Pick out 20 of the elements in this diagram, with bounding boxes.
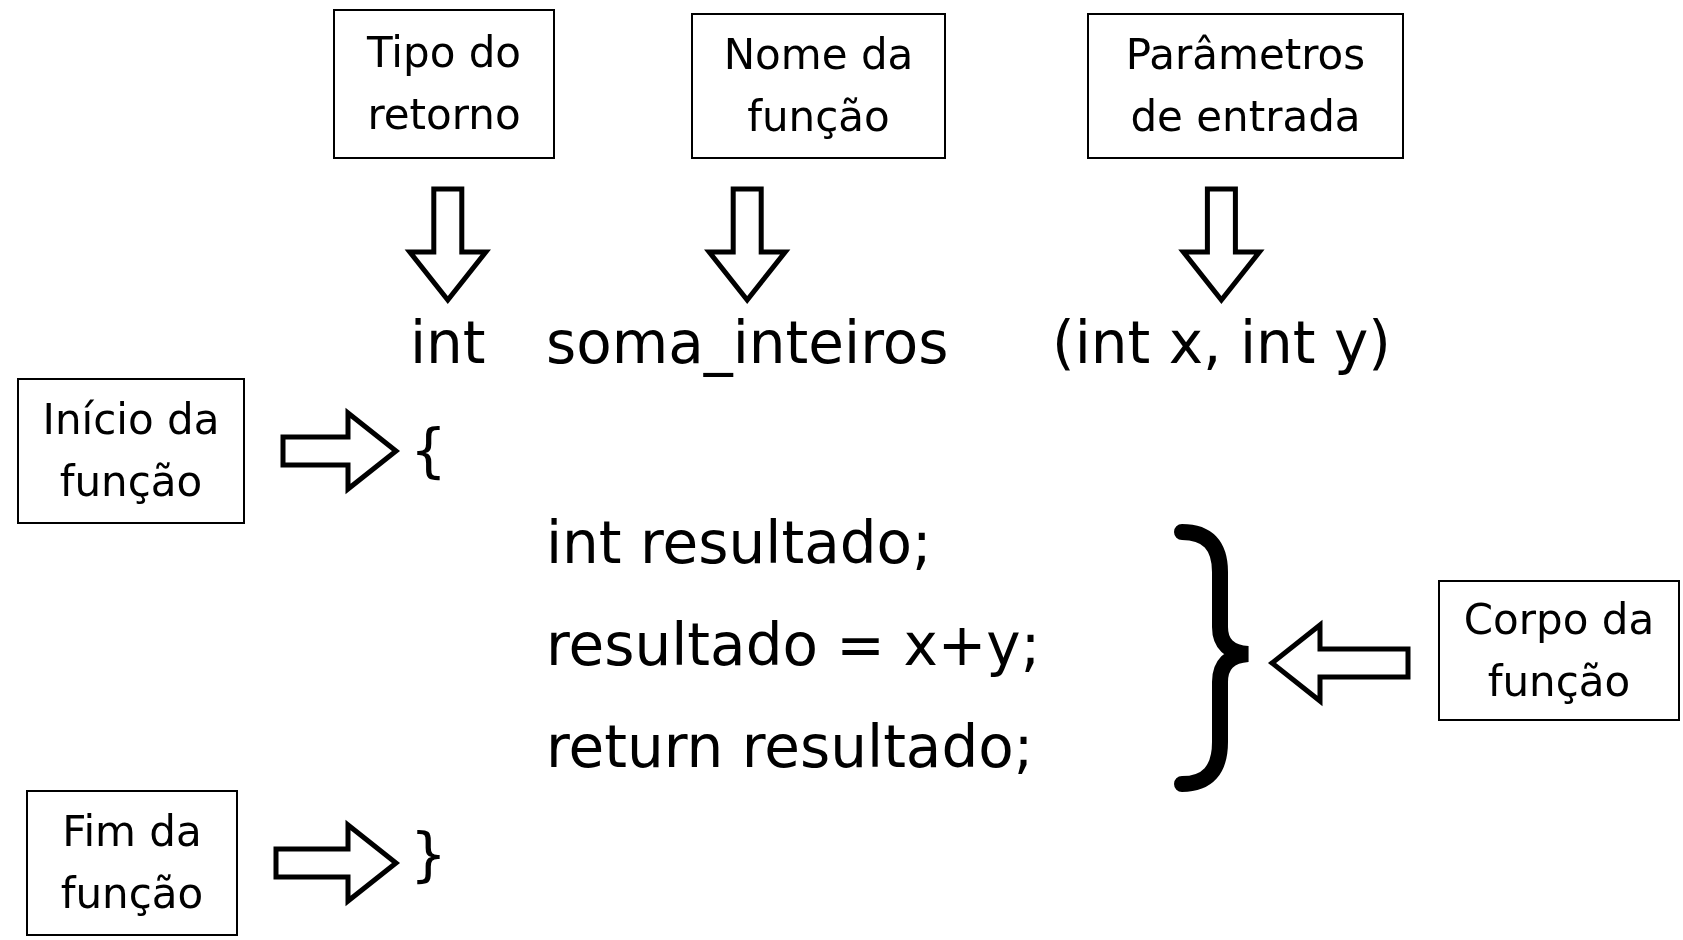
callout-box: Tipo do retorno xyxy=(333,9,555,159)
code-text: int xyxy=(410,310,486,380)
code-text: (int x, int y) xyxy=(1052,310,1391,380)
block-arrow xyxy=(273,819,401,907)
block-arrow xyxy=(704,186,791,305)
code-text: { xyxy=(410,418,447,488)
block-arrow xyxy=(404,186,491,305)
block-arrow xyxy=(1178,186,1265,305)
code-line: return resultado; xyxy=(546,714,1035,780)
callout-box: Nome da função xyxy=(691,13,946,159)
callout-box: Corpo da função xyxy=(1438,580,1680,721)
code-line: int resultado; xyxy=(546,510,933,576)
block-arrow xyxy=(1267,619,1411,707)
callout-box: Fim da função xyxy=(26,790,238,936)
code-text: soma_inteiros xyxy=(546,310,949,380)
callout-box: Parâmetros de entrada xyxy=(1087,13,1404,159)
callout-box: Início da função xyxy=(17,378,245,524)
code-line: resultado = x+y; xyxy=(546,612,1042,678)
block-arrow xyxy=(280,407,401,495)
code-text: } xyxy=(410,822,447,892)
